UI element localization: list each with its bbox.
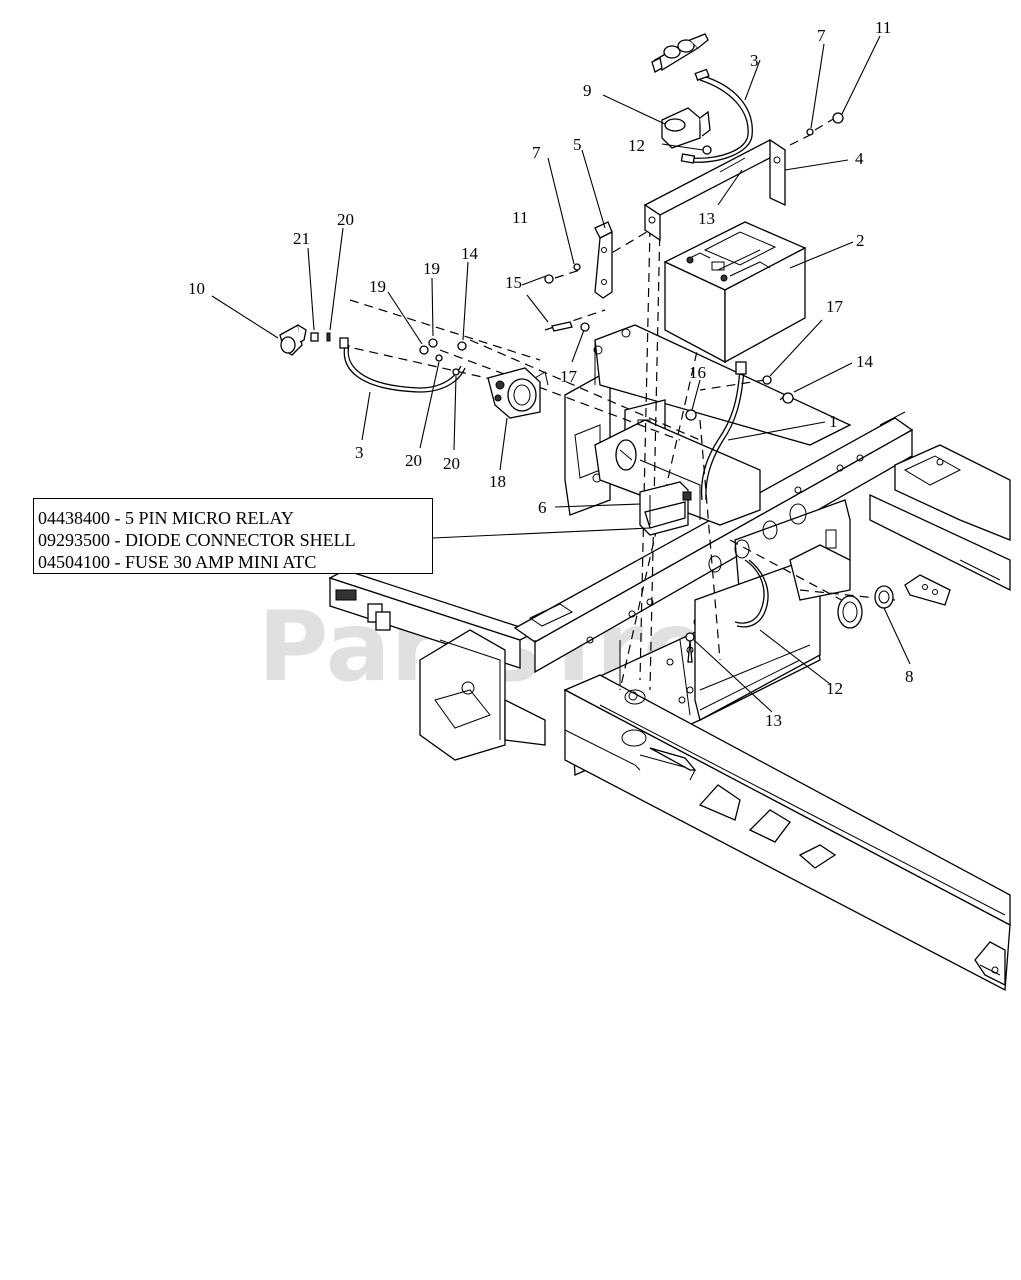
callout-4: 4 [855, 149, 864, 168]
callout-14-left: 14 [461, 244, 479, 263]
leader-lines [211, 35, 911, 713]
callout-7-right: 7 [817, 26, 826, 45]
callout-7-left: 7 [532, 143, 541, 162]
callout-3-lower: 3 [355, 443, 364, 462]
callout-13-bottom: 13 [765, 711, 782, 730]
ground-cable [700, 361, 747, 501]
callout-numbers: 10 21 20 19 19 14 3 20 20 18 15 11 7 5 1… [188, 18, 914, 730]
note-line-relay: 04438400 - 5 PIN MICRO RELAY [38, 508, 294, 528]
terminal-boot [279, 323, 307, 356]
battery-cable-lower [339, 337, 466, 393]
callout-6: 6 [538, 498, 547, 517]
note-line-diode-shell: 09293500 - DIODE CONNECTOR SHELL [38, 530, 356, 550]
note-line-fuse: 04504100 - FUSE 30 AMP MINI ATC [38, 552, 317, 572]
callout-3-upper: 3 [750, 51, 759, 70]
parts-note-box: 04438400 - 5 PIN MICRO RELAY 09293500 - … [33, 498, 433, 574]
battery [663, 221, 807, 364]
hex-nut [310, 332, 319, 342]
lock-washer [326, 332, 331, 342]
chassis-frame [328, 324, 1011, 992]
callout-19-right: 19 [423, 259, 440, 278]
callout-16: 16 [689, 363, 706, 382]
battery-cable-upper [680, 68, 753, 164]
callout-20-right: 20 [443, 454, 460, 473]
callout-21: 21 [293, 229, 310, 248]
callout-17-left: 17 [560, 367, 578, 386]
starter-solenoid [487, 367, 549, 419]
hardware-small [419, 112, 844, 421]
callout-17-right: 17 [826, 297, 844, 316]
callout-20-top: 20 [337, 210, 354, 229]
callout-14-right: 14 [856, 352, 874, 371]
j-bracket [594, 221, 613, 299]
callout-11-left: 11 [512, 208, 528, 227]
grommet [837, 585, 894, 629]
micro-relay [639, 481, 692, 536]
callout-12-top: 12 [628, 136, 645, 155]
callout-12-bottom: 12 [826, 679, 843, 698]
callout-13-top: 13 [698, 209, 715, 228]
callout-15: 15 [505, 273, 522, 292]
hold-down-bracket [643, 138, 787, 242]
callout-9: 9 [583, 81, 592, 100]
callout-1: 1 [829, 412, 838, 431]
callout-20-mid: 20 [405, 451, 422, 470]
callout-8: 8 [905, 667, 914, 686]
lower-cable [685, 559, 769, 663]
callout-11-right: 11 [875, 18, 891, 37]
callout-10: 10 [188, 279, 205, 298]
callout-5: 5 [573, 135, 582, 154]
callout-2: 2 [856, 231, 865, 250]
callout-18: 18 [489, 472, 506, 491]
callout-19-left: 19 [369, 277, 386, 296]
terminal-cover [651, 33, 711, 149]
